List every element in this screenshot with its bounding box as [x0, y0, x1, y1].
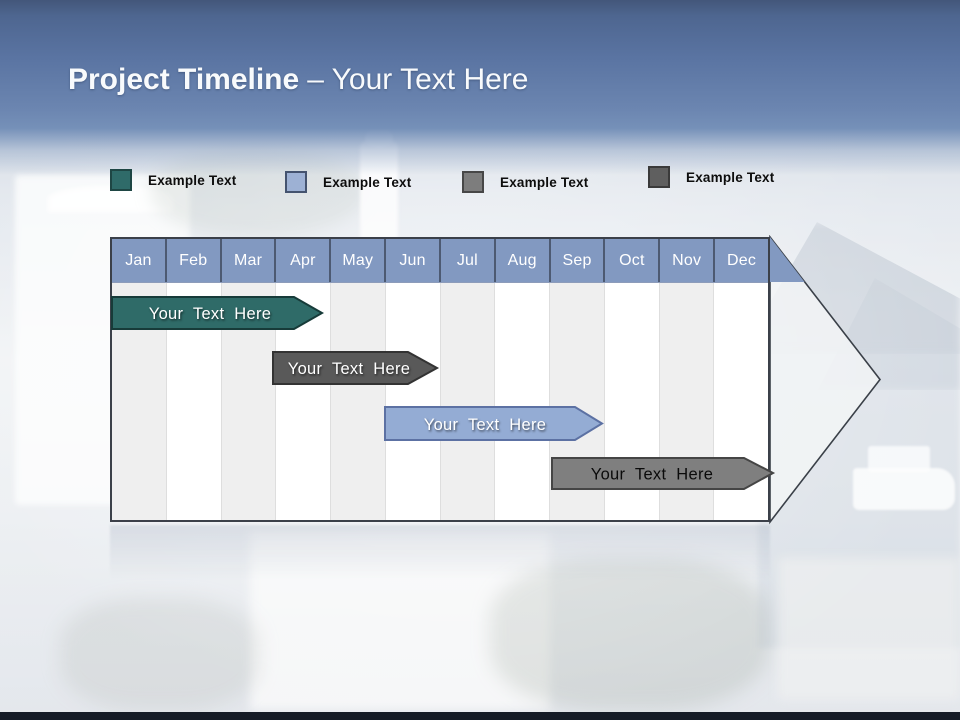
legend-label: Example Text [686, 169, 775, 185]
month-header-jan: Jan [125, 251, 152, 269]
legend-swatch-blue [285, 171, 307, 193]
title-bold-text: Project Timeline [68, 63, 300, 96]
task-bar-1[interactable]: Your Text Here [110, 295, 325, 331]
month-header-jun: Jun [384, 239, 439, 282]
task-bar-3[interactable]: Your Text Here [383, 405, 604, 442]
title-light-text: – Your Text Here [307, 63, 529, 96]
month-column [384, 283, 440, 520]
legend-item-4[interactable]: Example Text [648, 166, 774, 188]
task-bar-2-label: Your Text Here [288, 360, 410, 378]
month-header-aug: Aug [493, 239, 549, 282]
legend-swatch-darkgray [648, 166, 670, 188]
task-bar-1-label: Your Text Here [149, 305, 271, 323]
month-header-dec: Dec [713, 239, 768, 282]
title-band [0, 0, 960, 176]
task-bar-4-label: Your Text Here [591, 466, 713, 484]
legend-item-3[interactable]: Example Text [462, 171, 588, 193]
legend-label: Example Text [500, 174, 589, 190]
legend-label: Example Text [148, 172, 237, 188]
legend-swatch-teal [110, 169, 132, 191]
month-column [439, 283, 495, 520]
legend-swatch-gray [462, 171, 484, 193]
month-header-row: Jan Feb Mar Apr May Jun Jul Aug Sep Oct … [112, 239, 768, 283]
month-column [494, 283, 549, 520]
timeline-arrow-point [769, 235, 882, 525]
month-header-sep: Sep [548, 239, 604, 282]
legend-label: Example Text [323, 174, 412, 190]
month-column [330, 283, 385, 520]
month-header-nov: Nov [658, 239, 713, 282]
legend-item-1[interactable]: Example Text [110, 169, 236, 191]
month-header-apr: Apr [274, 239, 329, 282]
task-bar-3-label: Your Text Here [424, 416, 546, 434]
table-reflection [110, 525, 770, 580]
task-bar-4[interactable]: Your Text Here [550, 456, 776, 491]
month-header-may: May [329, 239, 384, 282]
page-title[interactable]: Project Timeline– Your Text Here [68, 60, 528, 100]
month-header-feb: Feb [164, 239, 220, 282]
month-header-oct: Oct [603, 239, 658, 282]
bottom-edge-bar [0, 712, 960, 720]
legend-item-2[interactable]: Example Text [285, 171, 411, 193]
month-header-mar: Mar [219, 239, 275, 282]
task-bar-2[interactable]: Your Text Here [271, 350, 440, 386]
month-header-jul: Jul [438, 239, 494, 282]
